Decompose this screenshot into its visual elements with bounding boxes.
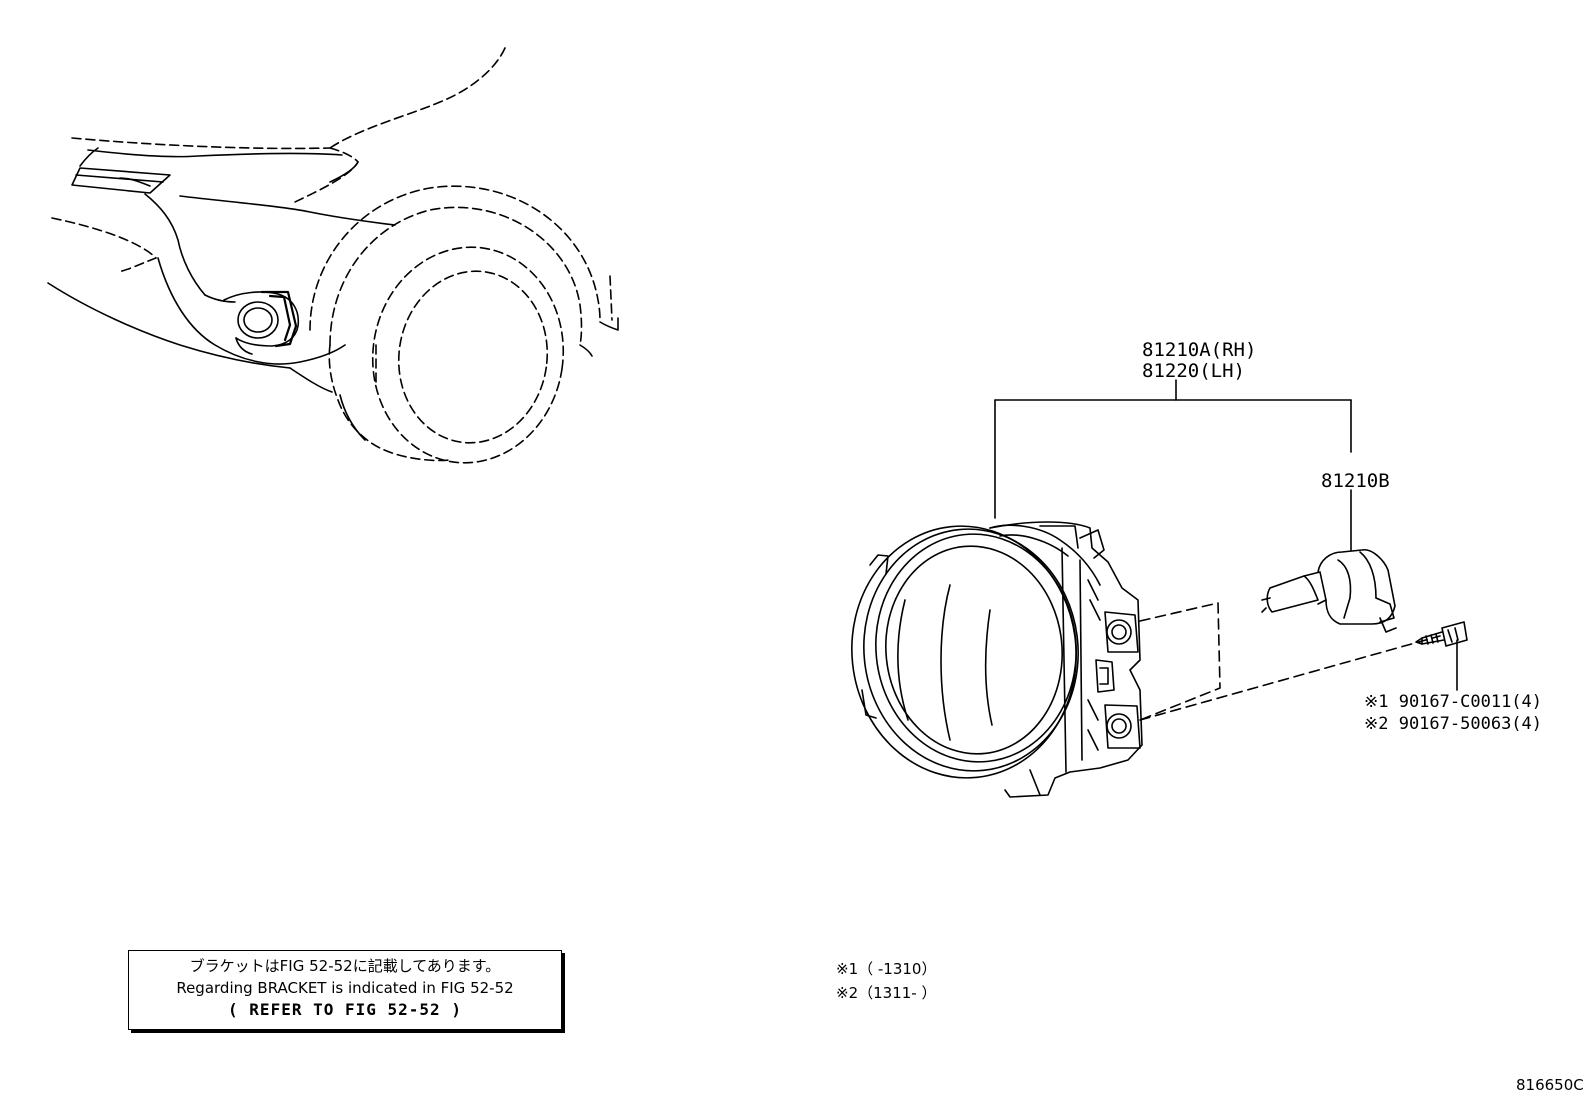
vehicle-front-illustration [47, 47, 619, 464]
part-number-rh: 81210A(RH) [1142, 339, 1257, 361]
note-line-japanese: ブラケットはFIG 52-52に記載してあります。 [189, 957, 501, 975]
screw-illustration [1415, 621, 1468, 647]
part-number-screw-2: ※2 90167-50063(4) [1364, 714, 1543, 734]
figure-code: 816650C [1516, 1076, 1584, 1094]
part-number-bulb: 81210B [1321, 470, 1390, 492]
note-line-refer: ( REFER TO FIG 52-52 ) [228, 1000, 462, 1019]
note-line-english: Regarding BRACKET is indicated in FIG 52… [176, 979, 514, 997]
part-number-screw-1: ※1 90167-C0011(4) [1364, 692, 1543, 712]
bulb-illustration [1261, 549, 1397, 633]
footnote-2: ※2（1311- ） [836, 984, 937, 1002]
leader-lines [994, 379, 1458, 721]
footnote-1: ※1（ -1310） [836, 960, 937, 978]
part-number-lh: 81220(LH) [1142, 360, 1245, 382]
bracket-note-box: ブラケットはFIG 52-52に記載してあります。 Regarding BRAC… [128, 950, 562, 1030]
fog-lamp-assembly [851, 521, 1143, 798]
